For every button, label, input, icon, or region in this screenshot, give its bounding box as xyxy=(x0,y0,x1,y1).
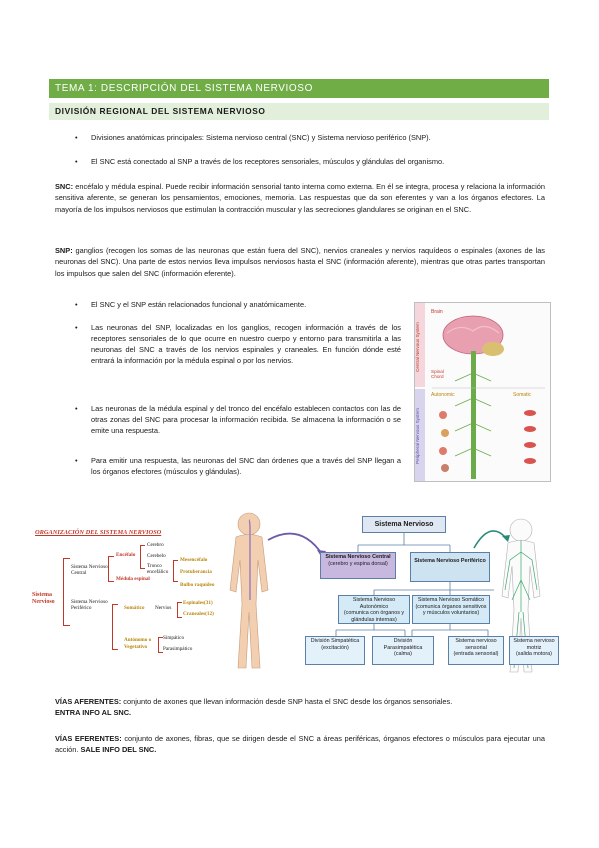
org-root: Sistema Nervioso xyxy=(32,592,55,605)
org-chart-title: ORGANIZACIÓN DEL SISTEMA NERVIOSO xyxy=(35,529,162,536)
bracket-periferico xyxy=(112,604,118,650)
nervous-system-figure: Central Nervous System Peripheral Nervou… xyxy=(414,302,551,482)
bracket-encefalo xyxy=(140,545,145,569)
label-brain: Brain xyxy=(431,309,443,315)
flow-node-somatico: Sistema Nervioso Somático (comunica órga… xyxy=(412,595,490,624)
list-item: • Para emitir una respuesta, las neurona… xyxy=(75,456,401,476)
org-espinales: Espinales(31) xyxy=(183,600,213,606)
paragraph-aferentes: VÍAS AFERENTES: conjunto de axones que l… xyxy=(55,697,453,718)
label-autonomic: Autonomic xyxy=(431,392,455,398)
list-item: • Divisiones anatómicas principales: Sis… xyxy=(75,133,431,142)
list-item: • El SNC y el SNP están relacionados fun… xyxy=(75,300,307,309)
org-nervios: Nervios xyxy=(155,605,172,611)
org-cerebro: Cerebro xyxy=(147,542,164,548)
flow-node-autonomo: Sistema Nervioso Autonómico (comunica co… xyxy=(338,595,410,624)
flow-node-root: Sistema Nervioso xyxy=(362,516,446,533)
org-simpatico: Simpático xyxy=(163,635,185,641)
label-spinal: Spinal Chord xyxy=(431,369,444,379)
org-craneales: Craneales(12) xyxy=(183,611,214,617)
list-item: • El SNC está conectado al SNP a través … xyxy=(75,157,445,166)
org-medula: Médula espinal xyxy=(116,576,150,582)
org-mesencefalo: Mesencéfalo xyxy=(180,557,208,563)
paragraph-snp: SNP: ganglios (recogen los somas de las … xyxy=(55,246,545,278)
org-protuberancia: Protuberancia xyxy=(180,569,212,575)
list-item: • Las neuronas del SNP, localizadas en l… xyxy=(75,323,401,365)
nervous-system-illustration xyxy=(415,303,545,481)
org-parasimpatico: Parasimpático xyxy=(163,646,193,652)
bracket-tronco xyxy=(173,560,178,582)
bullet-icon: • xyxy=(75,300,78,309)
section-subtitle: DIVISIÓN REGIONAL DEL SISTEMA NERVIOSO xyxy=(49,103,549,120)
left-body-figure xyxy=(229,512,269,669)
flow-node-simpatica: División Simpatética (excitación) xyxy=(305,636,365,665)
org-cerebelo: Cerebelo xyxy=(147,553,166,559)
org-central: Sistema Nervioso Central xyxy=(71,564,108,576)
org-autonomo: Autónomo o Vegetativo xyxy=(124,637,152,650)
list-item: • Las neuronas de la médula espinal y de… xyxy=(75,404,401,435)
org-bulbo: Bulbo raquídeo xyxy=(180,582,215,588)
bracket-autonomo xyxy=(158,637,163,653)
org-periferico: Sistema Nervioso Periférico xyxy=(71,599,108,611)
section-title: TEMA 1: DESCRIPCIÓN DEL SISTEMA NERVIOSO xyxy=(49,79,549,98)
bracket-central xyxy=(108,556,114,582)
org-somatico: Somático xyxy=(124,605,145,611)
org-encefalo: Encéfalo xyxy=(116,552,136,558)
paragraph-snc: SNC: encéfalo y médula espinal. Puede re… xyxy=(55,182,545,214)
label-somatic: Somatic xyxy=(513,392,532,398)
bullet-icon: • xyxy=(75,157,78,166)
bullet-icon: • xyxy=(75,323,78,332)
org-tronco: Tronco encefálico xyxy=(147,563,169,575)
bracket-nervios xyxy=(177,602,182,618)
bullet-icon: • xyxy=(75,133,78,142)
flow-node-sensorial: Sistema nervioso sensorial (entrada sens… xyxy=(448,636,504,665)
flow-node-parasimpatica: División Parasimpatética (calma) xyxy=(372,636,434,665)
bullet-icon: • xyxy=(75,456,78,465)
bullet-icon: • xyxy=(75,404,78,413)
flow-node-motriz: Sistema nervioso motriz (salida motora) xyxy=(509,636,559,665)
flow-node-snc: Sistema Nervioso Central (cerebro y espi… xyxy=(320,552,396,579)
flow-node-snp: Sistema Nervioso Periférico xyxy=(410,552,490,582)
bracket-root xyxy=(63,558,70,626)
paragraph-eferentes: VÍAS EFERENTES: conjunto de axones, fibr… xyxy=(55,734,545,755)
